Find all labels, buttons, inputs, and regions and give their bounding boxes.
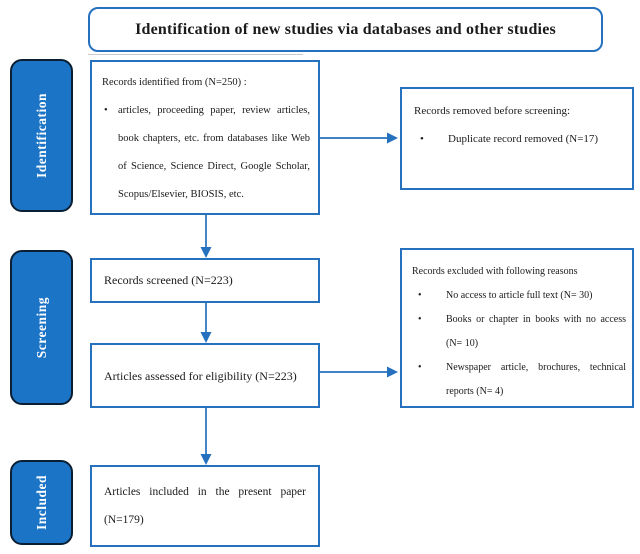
stage-tab-screening: Screening [10,250,73,405]
records-excluded-bullet-2: Books or chapter in books with no access… [412,308,626,356]
records-removed-heading: Records removed before screening: [414,105,571,117]
records-excluded-bullet-1: No access to article full text (N= 30) [412,284,626,308]
stage-tab-included: Included [10,460,73,545]
arrow-screened-to-assessed [200,303,212,343]
bullet-icon [414,125,448,153]
records-excluded-bullet-2-text: Books or chapter in books with no access… [446,314,626,349]
records-screened-text: Records screened (N=223) [104,273,233,287]
records-removed-bullet-text: Duplicate record removed (N=17) [448,133,599,145]
arrow-assessed-to-included [200,408,212,465]
box-articles-assessed: Articles assessed for eligibility (N=223… [90,343,320,408]
arrow-identified-to-removed [320,132,398,144]
articles-included-text: Articles included in the present paper (… [104,486,306,526]
records-identified-bullet-text: articles, proceeding paper, review artic… [118,105,310,200]
box-articles-included: Articles included in the present paper (… [90,465,320,547]
stage-label-identification: Identification [33,92,49,178]
articles-assessed-text: Articles assessed for eligibility (N=223… [104,368,297,383]
records-identified-bullet: articles, proceeding paper, review artic… [102,97,310,209]
bullet-icon [412,284,446,308]
box-records-excluded: Records excluded with following reasons … [400,248,634,408]
bullet-icon [412,356,446,380]
stage-label-screening: Screening [33,296,49,359]
box-records-identified: Records identified from (N=250) : articl… [90,60,320,215]
bullet-icon [102,97,118,125]
records-removed-bullet: Duplicate record removed (N=17) [414,125,624,153]
records-excluded-bullet-1-text: No access to article full text (N= 30) [446,290,593,301]
records-identified-heading: Records identified from (N=250) : [102,77,247,88]
diagram-title-text: Identification of new studies via databa… [135,20,556,38]
records-excluded-heading: Records excluded with following reasons [412,266,578,277]
diagram-title: Identification of new studies via databa… [88,7,603,52]
divider-line [88,54,303,55]
box-records-removed: Records removed before screening: Duplic… [400,87,634,190]
records-excluded-bullet-3-text: Newspaper article, brochures, technical … [446,362,626,397]
records-excluded-bullet-3: Newspaper article, brochures, technical … [412,356,626,404]
bullet-icon [412,308,446,332]
arrow-assessed-to-excluded [320,366,398,378]
arrow-identified-to-screened [200,215,212,258]
stage-label-included: Included [33,474,49,531]
stage-tab-identification: Identification [10,59,73,212]
box-records-screened: Records screened (N=223) [90,258,320,303]
